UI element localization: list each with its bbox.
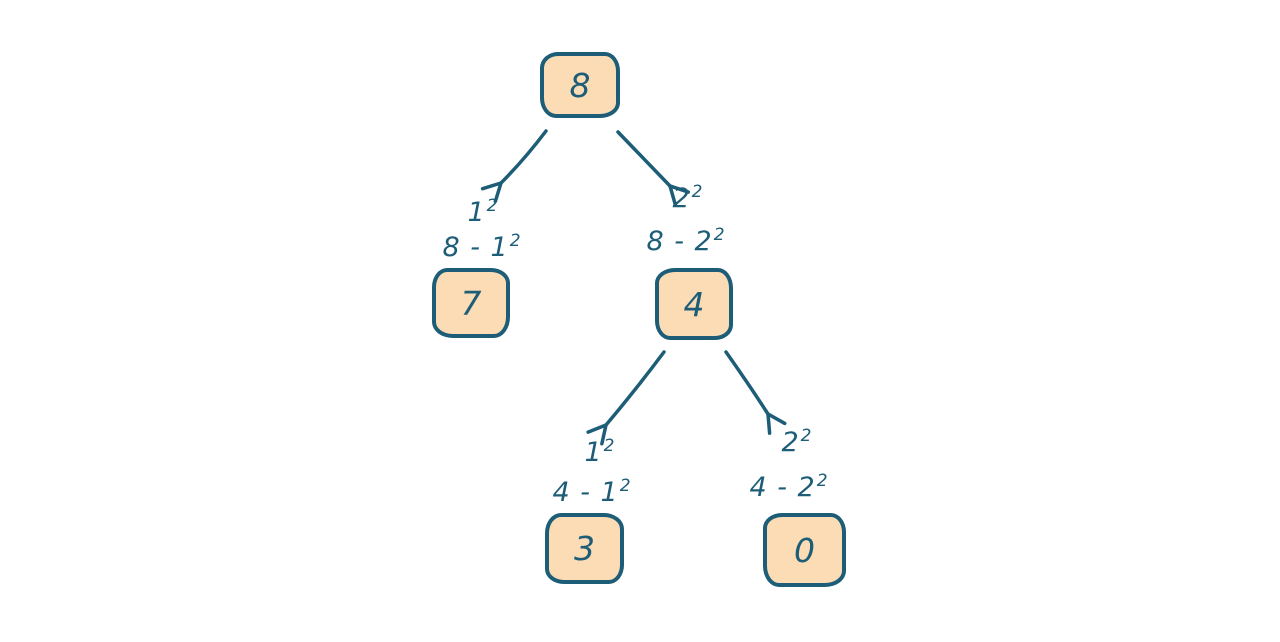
branch-expression-label: 8 - 12 [442, 231, 522, 263]
node-value: 3 [574, 529, 595, 568]
tree-node-8: 8 [540, 52, 620, 118]
branch-square-label: 22 [672, 182, 704, 214]
arrow-8-to-4 [616, 130, 691, 207]
tree-node-0: 0 [763, 513, 846, 587]
tree-node-3: 3 [545, 513, 624, 584]
arrow-8-to-7 [480, 129, 548, 204]
node-value: 8 [569, 65, 591, 105]
branch-square-label: 12 [467, 196, 499, 228]
branch-square-label: 12 [584, 436, 616, 468]
branch-square-label: 22 [781, 426, 813, 458]
tree-node-7: 7 [432, 268, 510, 338]
node-value: 7 [460, 283, 482, 323]
branch-expression-label: 4 - 22 [749, 471, 829, 503]
arrow-4-to-0 [724, 350, 787, 435]
node-value: 0 [794, 530, 815, 570]
tree-node-4: 4 [655, 268, 733, 340]
node-value: 4 [683, 284, 705, 324]
branch-expression-label: 8 - 22 [646, 225, 726, 257]
arrow-4-to-3 [586, 350, 666, 446]
branch-expression-label: 4 - 12 [552, 476, 632, 508]
